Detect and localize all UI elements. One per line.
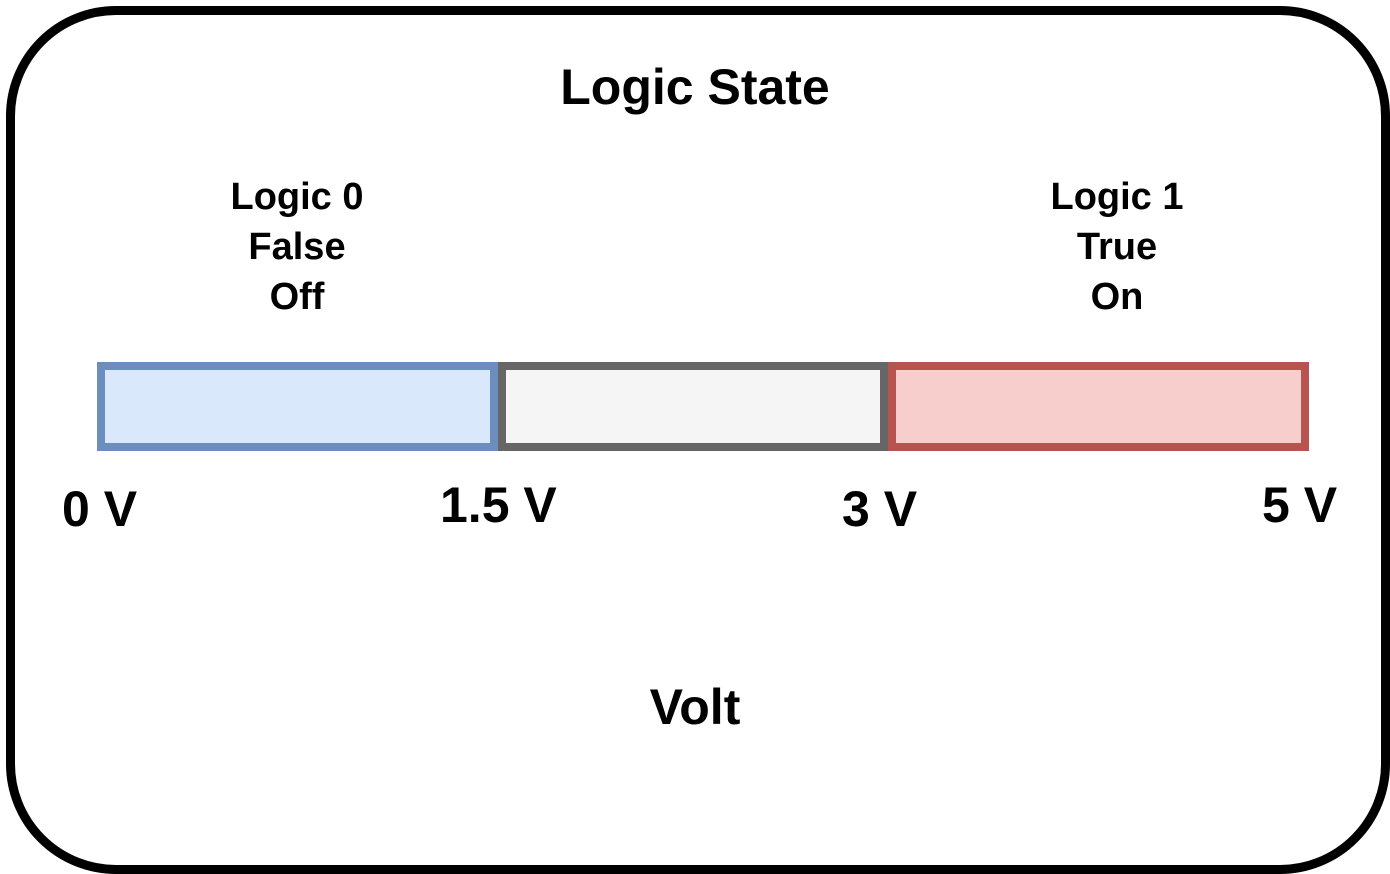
logic-1-label: Logic 1 True On bbox=[967, 172, 1267, 322]
logic-1-line-1: Logic 1 bbox=[1050, 176, 1184, 218]
tick-label-1-5v: 1.5 V bbox=[440, 477, 557, 533]
tick-label-3v: 3 V bbox=[842, 481, 918, 537]
diagram-title: Logic State bbox=[560, 59, 830, 115]
logic-1-line-2: True bbox=[1076, 226, 1158, 268]
logic-1-line-3: On bbox=[1090, 276, 1144, 318]
tick-label-5v: 5 V bbox=[1262, 477, 1338, 533]
logic-0-label: Logic 0 False Off bbox=[147, 172, 447, 322]
logic-0-band bbox=[97, 362, 498, 451]
logic-0-line-3: Off bbox=[269, 276, 325, 318]
logic-0-line-2: False bbox=[248, 226, 346, 268]
axis-label: Volt bbox=[649, 679, 741, 735]
undefined-band bbox=[498, 362, 888, 451]
logic-1-band bbox=[888, 362, 1309, 451]
logic-0-line-1: Logic 0 bbox=[230, 176, 364, 218]
tick-label-0v: 0 V bbox=[62, 481, 138, 537]
